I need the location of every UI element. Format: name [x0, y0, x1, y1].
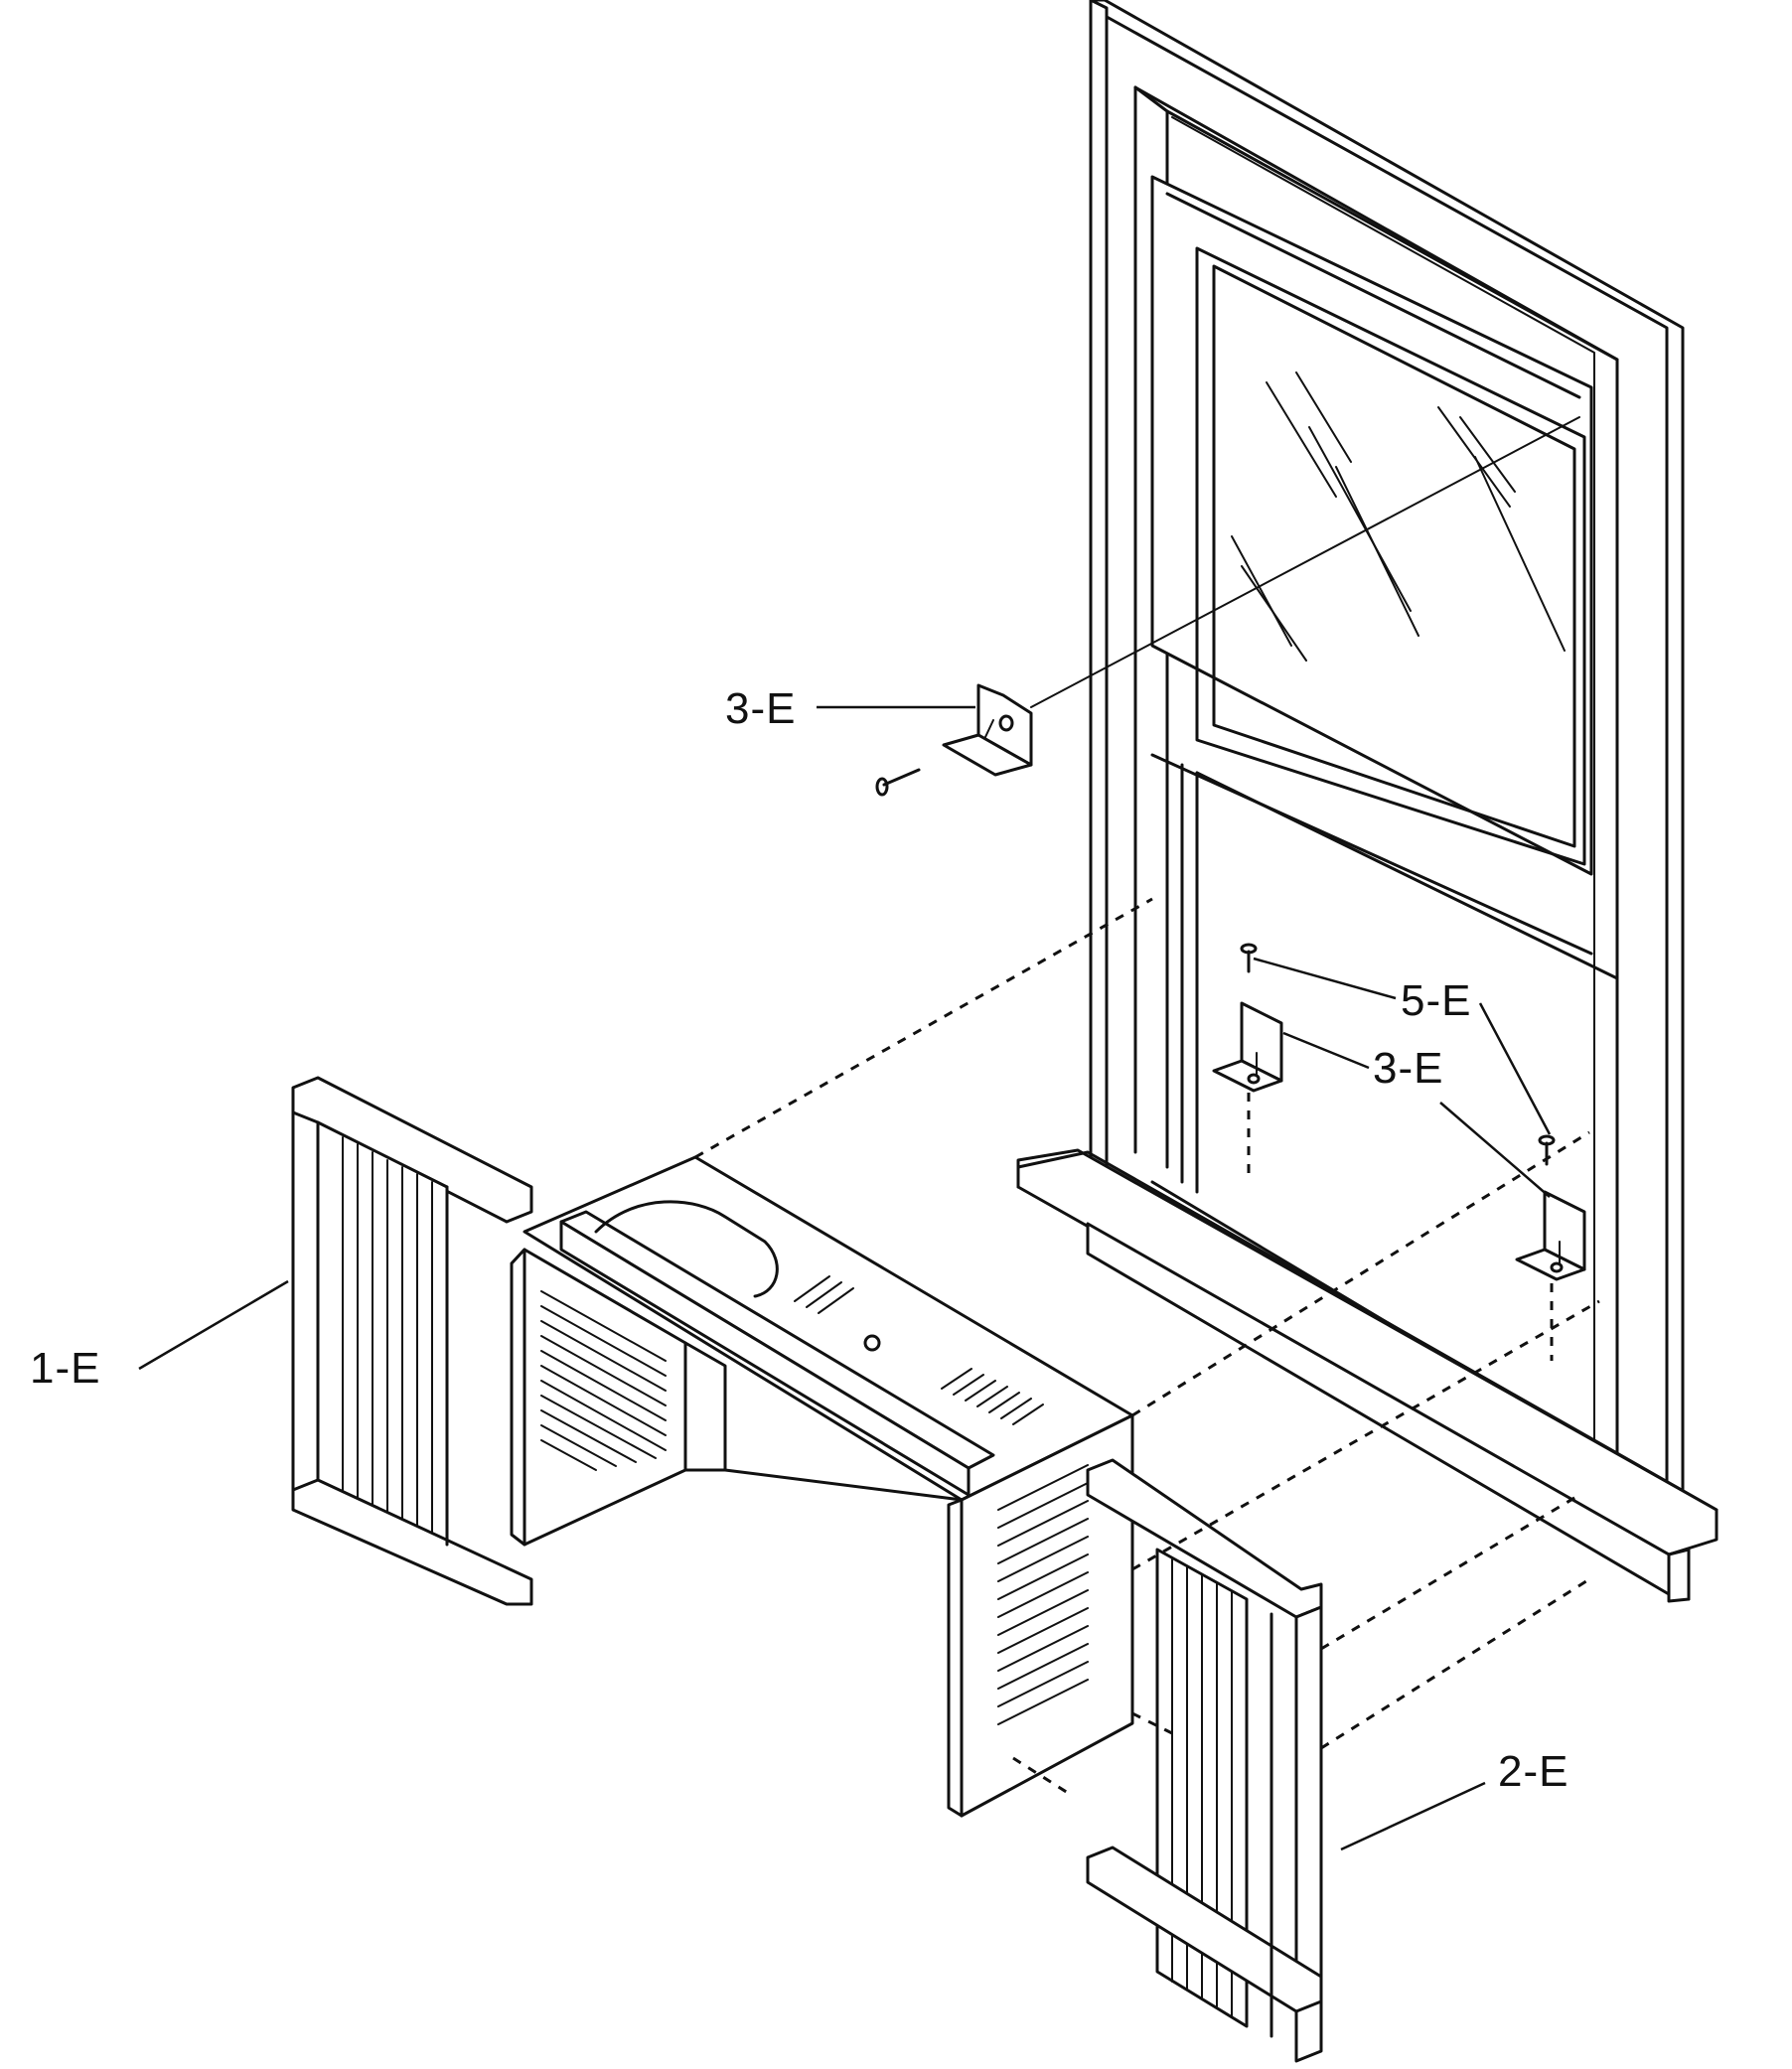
callout-leader	[1253, 957, 1397, 1000]
callout-leader	[1478, 1002, 1552, 1135]
assembly-guide-line	[1131, 1130, 1590, 1417]
right-side-curtain	[1086, 1458, 1323, 2063]
left-side-curtain	[291, 1076, 533, 1606]
callout-bracket-lower: 3-E	[1373, 1044, 1443, 1093]
upper-bracket-guide-line	[1030, 416, 1580, 708]
upper-bracket	[942, 683, 1033, 777]
upper-screw-icon	[875, 768, 921, 797]
lower-bracket-left	[1212, 1001, 1283, 1093]
callout-screw: 5-E	[1401, 976, 1471, 1025]
assembly-guide-line	[1131, 1711, 1173, 1735]
cabinet-sleeve	[510, 1155, 1134, 1818]
window-frame	[1016, 0, 1718, 1603]
assembly-guide-line	[694, 897, 1153, 1159]
lower-bracket-right	[1515, 1190, 1586, 1281]
callout-leader	[1282, 1031, 1370, 1070]
callout-bracket-upper: 3-E	[725, 684, 796, 733]
callout-leader	[138, 1279, 289, 1371]
assembly-guide-line	[1131, 1299, 1600, 1571]
screw-icon-left	[1240, 943, 1258, 973]
callout-leader	[1340, 1781, 1486, 1851]
callout-frame-seal-right: 2-E	[1498, 1747, 1568, 1796]
callout-leader	[1439, 1102, 1551, 1198]
callout-frame-seal-left: 1-E	[30, 1344, 100, 1393]
assembly-guide-line	[1320, 1493, 1580, 1651]
assembly-guide-line	[1012, 1756, 1069, 1795]
assembly-guide-line	[1320, 1577, 1590, 1750]
screw-icon-right	[1538, 1134, 1556, 1166]
